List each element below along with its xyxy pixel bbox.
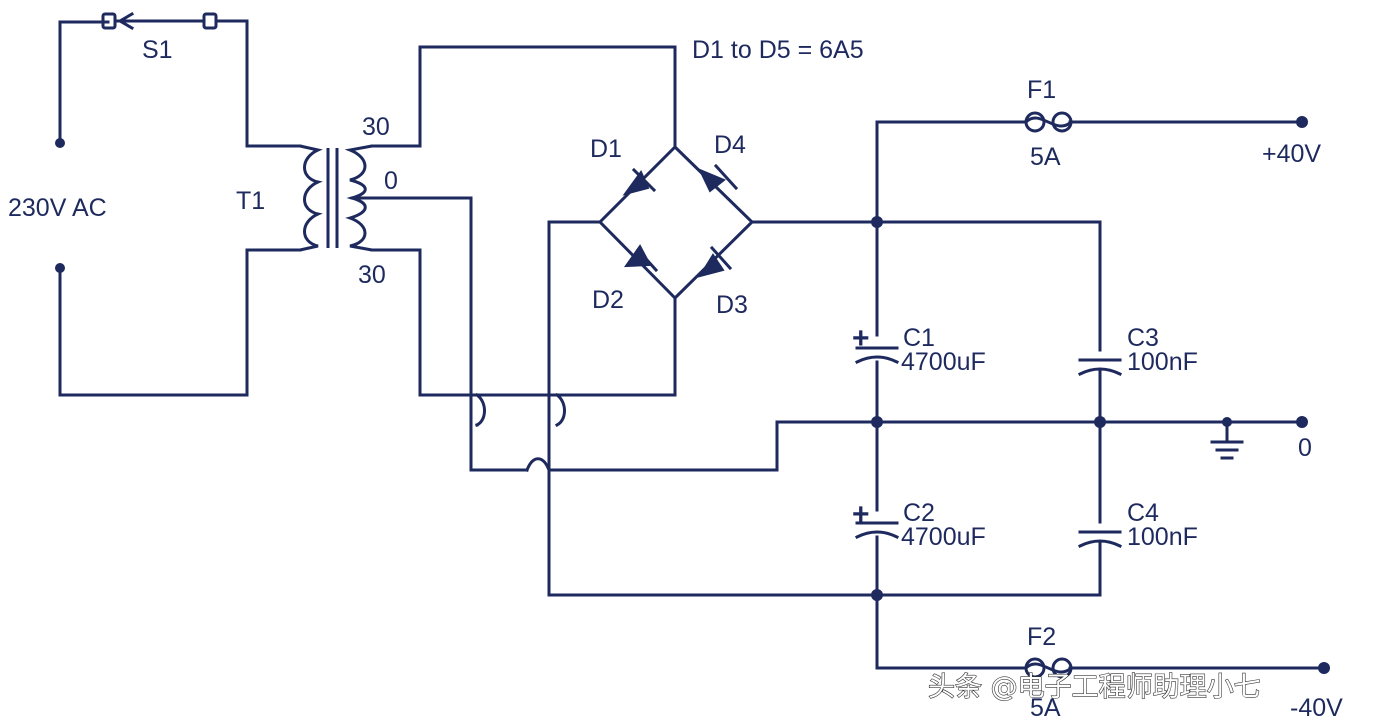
label-d4: D4 bbox=[714, 131, 746, 159]
label-diode-note: D1 to D5 = 6A5 bbox=[692, 36, 864, 64]
capacitor-c1 bbox=[854, 346, 900, 365]
junction-ground-right bbox=[1094, 416, 1106, 428]
label-out-zero: 0 bbox=[1298, 434, 1312, 462]
label-d3: D3 bbox=[716, 291, 748, 319]
label-c1-value: 4700uF bbox=[901, 348, 986, 376]
label-f1: F1 bbox=[1027, 76, 1056, 104]
label-c2-polarity: + bbox=[852, 498, 870, 531]
secondary-wiring bbox=[370, 45, 1304, 597]
bridge-rectifier bbox=[597, 144, 755, 301]
capacitor-c4 bbox=[1077, 530, 1123, 549]
label-c1-polarity: + bbox=[852, 322, 870, 355]
junction-neg-rail bbox=[871, 589, 883, 601]
label-d2: D2 bbox=[592, 286, 624, 314]
diode-d4 bbox=[697, 163, 739, 193]
label-tap-top: 30 bbox=[362, 113, 390, 141]
label-s1: S1 bbox=[142, 36, 173, 64]
diode-d3 bbox=[697, 245, 733, 278]
junction-pos-rail bbox=[871, 216, 883, 228]
label-out-neg: -40V bbox=[1290, 694, 1343, 722]
label-c4-value: 100nF bbox=[1127, 523, 1198, 551]
label-c2: C2 bbox=[903, 499, 935, 527]
mains-terminal-bottom bbox=[55, 263, 65, 273]
switch-contact-right bbox=[202, 12, 218, 30]
switch-arrow-icon bbox=[117, 11, 135, 31]
label-f1-rating: 5A bbox=[1030, 143, 1061, 171]
label-c2-value: 4700uF bbox=[901, 523, 986, 551]
mains-input bbox=[55, 20, 302, 397]
label-c1: C1 bbox=[903, 324, 935, 352]
label-c3-value: 100nF bbox=[1127, 348, 1198, 376]
label-c4: C4 bbox=[1127, 499, 1159, 527]
label-f2-rating: 5A bbox=[1030, 694, 1061, 722]
mains-terminal-top bbox=[55, 138, 65, 148]
capacitor-c2 bbox=[854, 521, 900, 540]
output-section bbox=[871, 116, 1330, 674]
label-t1: T1 bbox=[236, 187, 265, 215]
fuse-f1 bbox=[1024, 111, 1073, 133]
label-d1: D1 bbox=[590, 135, 622, 163]
label-c3: C3 bbox=[1127, 324, 1159, 352]
junction-ground-left bbox=[871, 416, 883, 428]
fuse-f2 bbox=[1024, 657, 1073, 679]
label-tap-center: 0 bbox=[384, 167, 398, 195]
label-tap-bottom: 30 bbox=[358, 261, 386, 289]
label-f2: F2 bbox=[1027, 623, 1056, 651]
capacitor-c3 bbox=[1077, 358, 1123, 377]
transformer-t1 bbox=[299, 144, 374, 252]
label-out-pos: +40V bbox=[1262, 140, 1321, 168]
diode-d1 bbox=[622, 167, 657, 196]
ground-icon bbox=[1210, 420, 1244, 460]
primary-coil bbox=[299, 144, 323, 252]
switch-s1[interactable] bbox=[101, 11, 302, 148]
output-terminal-positive bbox=[1296, 116, 1308, 128]
diode-d2 bbox=[624, 244, 659, 273]
watermark: 头条 @电子工程师助理小七 bbox=[928, 672, 1261, 703]
label-mains: 230V AC bbox=[8, 194, 107, 222]
switch-contact-left bbox=[101, 12, 117, 30]
output-terminal-zero bbox=[1296, 416, 1308, 428]
